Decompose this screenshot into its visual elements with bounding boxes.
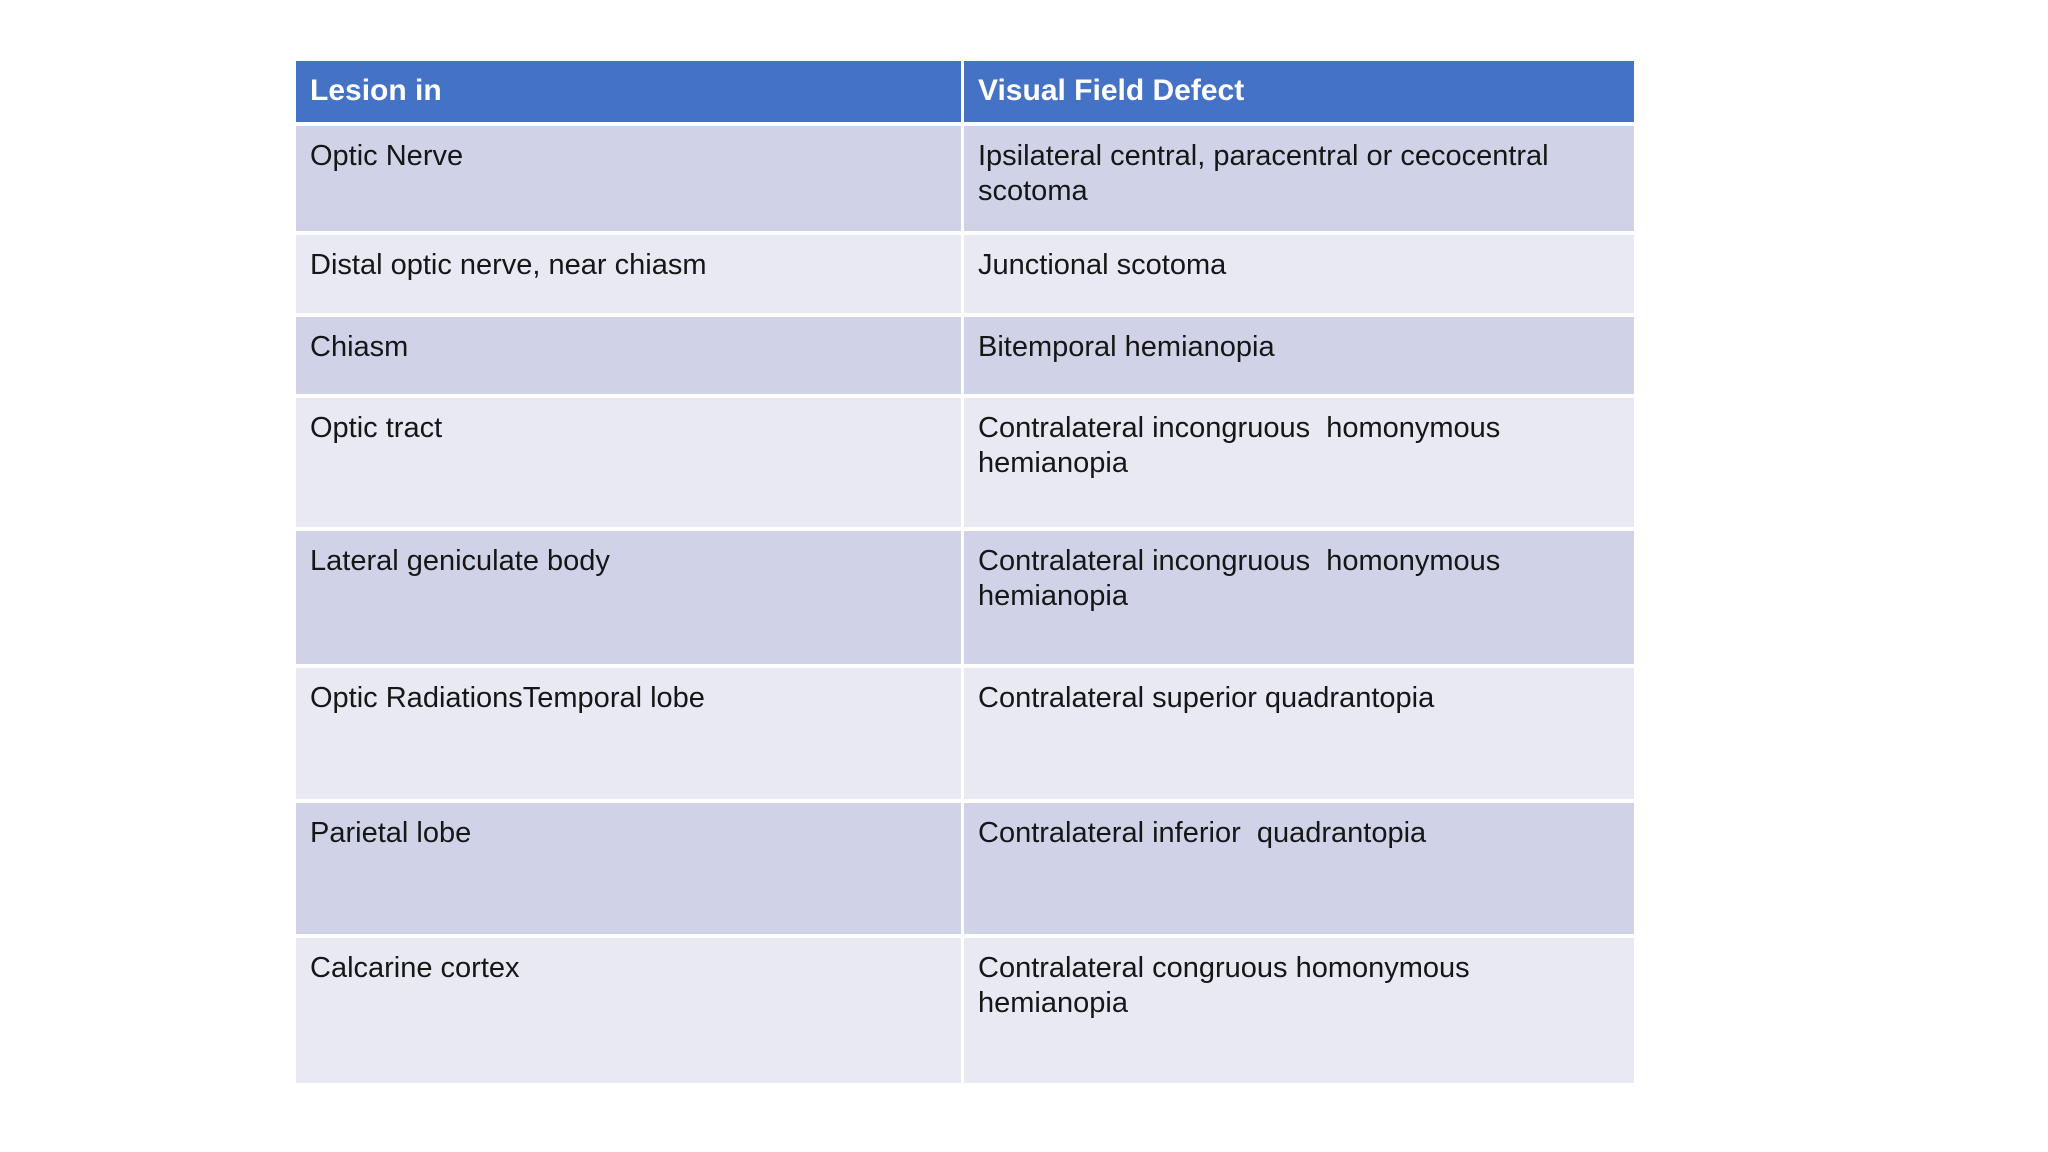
cell-defect: Ipsilateral central, paracentral or ceco…	[964, 126, 1634, 235]
table-row: Chiasm Bitemporal hemianopia	[296, 317, 1634, 398]
column-header-visual-field-defect: Visual Field Defect	[964, 61, 1634, 126]
table-body: Optic Nerve Ipsilateral central, paracen…	[296, 126, 1634, 1083]
table-row: Calcarine cortex Contralateral congruous…	[296, 938, 1634, 1083]
table-row: Lateral geniculate body Contralateral in…	[296, 531, 1634, 668]
cell-defect: Contralateral incongruous homonymous hem…	[964, 398, 1634, 531]
cell-defect: Contralateral incongruous homonymous hem…	[964, 531, 1634, 668]
cell-defect: Bitemporal hemianopia	[964, 317, 1634, 398]
cell-defect: Contralateral inferior quadrantopia	[964, 803, 1634, 938]
table-row: Optic Nerve Ipsilateral central, paracen…	[296, 126, 1634, 235]
cell-lesion: Chiasm	[296, 317, 964, 398]
table-row: Optic RadiationsTemporal lobe Contralate…	[296, 668, 1634, 803]
table-row: Distal optic nerve, near chiasm Junction…	[296, 235, 1634, 317]
cell-defect: Junctional scotoma	[964, 235, 1634, 317]
cell-lesion: Optic Nerve	[296, 126, 964, 235]
table-header-row: Lesion in Visual Field Defect	[296, 61, 1634, 126]
cell-lesion: Parietal lobe	[296, 803, 964, 938]
cell-lesion: Optic tract	[296, 398, 964, 531]
cell-defect: Contralateral superior quadrantopia	[964, 668, 1634, 803]
table-row: Optic tract Contralateral incongruous ho…	[296, 398, 1634, 531]
cell-defect: Contralateral congruous homonymous hemia…	[964, 938, 1634, 1083]
cell-lesion: Lateral geniculate body	[296, 531, 964, 668]
column-header-lesion-in: Lesion in	[296, 61, 964, 126]
cell-lesion: Calcarine cortex	[296, 938, 964, 1083]
cell-lesion: Optic RadiationsTemporal lobe	[296, 668, 964, 803]
lesion-visual-field-table: Lesion in Visual Field Defect Optic Nerv…	[296, 61, 1634, 1083]
cell-lesion: Distal optic nerve, near chiasm	[296, 235, 964, 317]
table-header: Lesion in Visual Field Defect	[296, 61, 1634, 126]
table-row: Parietal lobe Contralateral inferior qua…	[296, 803, 1634, 938]
